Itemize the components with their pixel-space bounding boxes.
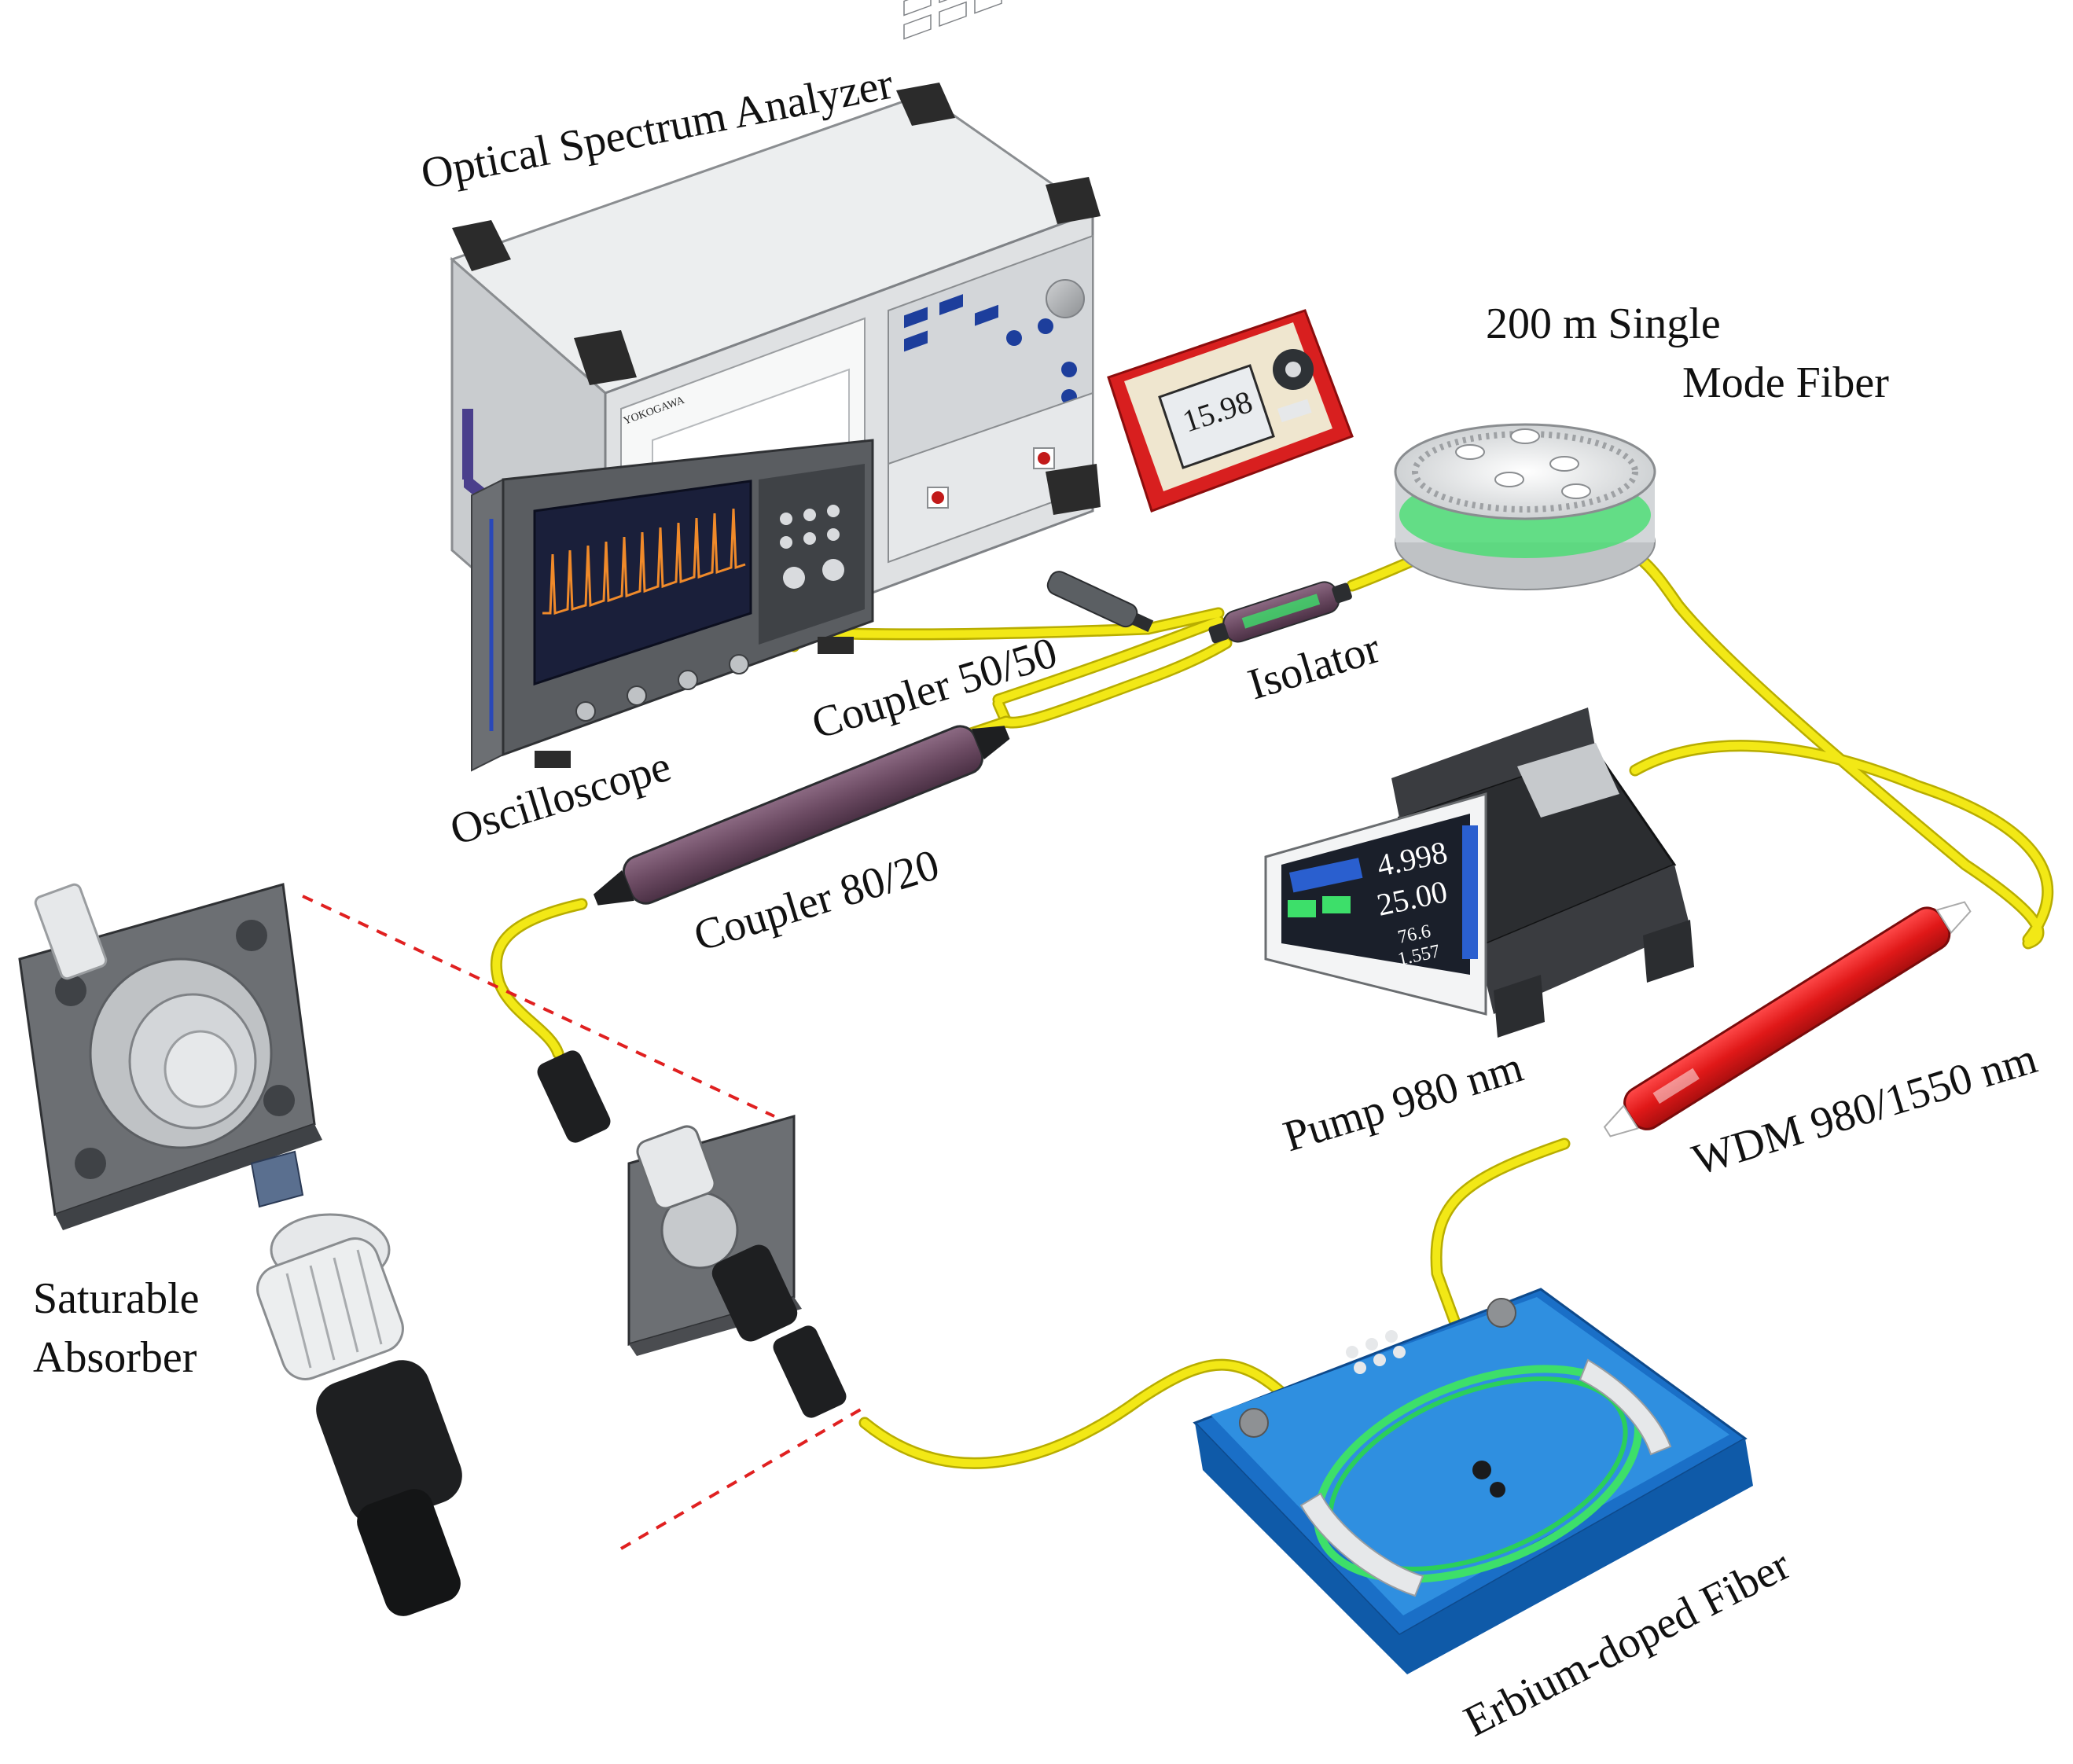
coupler-50-50 xyxy=(1046,571,1154,633)
isolator xyxy=(1208,581,1352,644)
label-isolator: Isolator xyxy=(1243,623,1386,709)
label-smf-line2: Mode Fiber xyxy=(1682,358,1889,407)
coupler-80-20 xyxy=(593,725,1010,906)
wdm-coupler xyxy=(1603,901,1972,1137)
fiber-adapter xyxy=(537,1050,847,1418)
erbium-doped-fiber-tray xyxy=(1193,1288,1753,1674)
label-saturable-line1: Saturable xyxy=(33,1274,199,1323)
oscilloscope xyxy=(471,439,874,772)
single-mode-fiber-spool xyxy=(1394,423,1656,590)
optical-power-meter: 15.98 xyxy=(1107,309,1354,513)
label-pump-980: Pump 980 nm xyxy=(1278,1042,1529,1161)
oscilloscope-waveform xyxy=(542,508,746,616)
pump-laser: 4.998 25.00 76.6 1.557 xyxy=(1264,707,1694,1038)
label-smf-line1: 200 m Single xyxy=(1486,300,1721,348)
saturable-absorber-exploded-view xyxy=(18,883,866,1616)
label-saturable-line2: Absorber xyxy=(33,1333,197,1382)
